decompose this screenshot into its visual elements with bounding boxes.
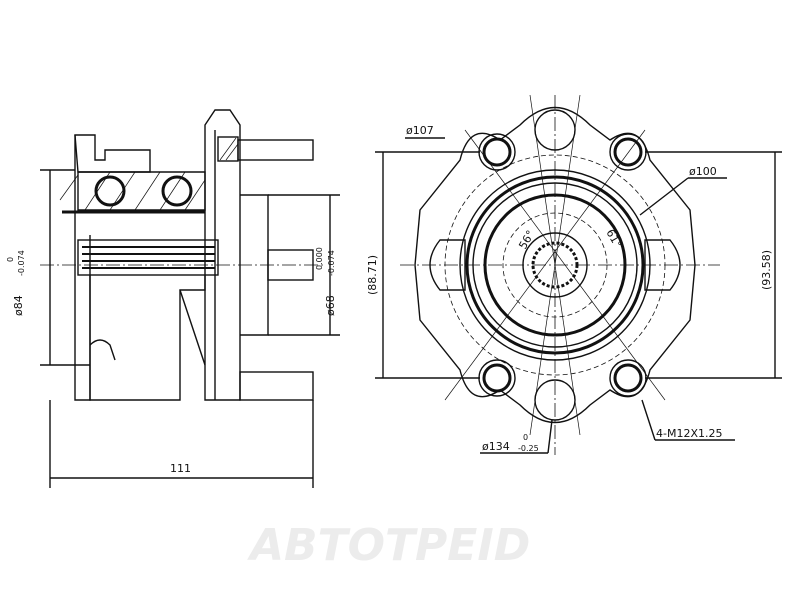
dim-height-left: (88.71) [366,255,379,295]
angle-1: 56° [516,228,537,251]
dim-pilot-tol-lower: -0.074 [327,250,336,276]
dim-outer-dia: ø84 [12,295,25,316]
front-view: ø107 ø100 56° 61° (88.71) (93.58) 4-M12X… [366,94,782,455]
dim-length: 111 [170,462,191,475]
dim-flange-dia: ø134 [482,440,510,453]
dim-thread: 4-M12X1.25 [656,427,722,440]
dim-outer-tol-lower: -0.074 [17,250,26,276]
dim-pilot-dia: ø68 [324,295,337,316]
stud-holes [478,133,647,397]
dim-inner: ø100 [689,165,717,178]
dim-flange-tol-upper: 0 [523,433,528,442]
dim-flange-tol-lower: -0.25 [518,444,539,453]
side-view: ø84 0 -0.074 ø68 0.000 -0.074 111 [6,109,340,488]
watermark: ABTOTPEID [247,520,530,571]
dim-pilot-tol-upper: 0.000 [315,247,324,270]
dim-outer-tol-upper: 0 [6,257,15,262]
dim-height-right: (93.58) [760,250,773,290]
dim-bolt-circle: ø107 [406,124,434,137]
